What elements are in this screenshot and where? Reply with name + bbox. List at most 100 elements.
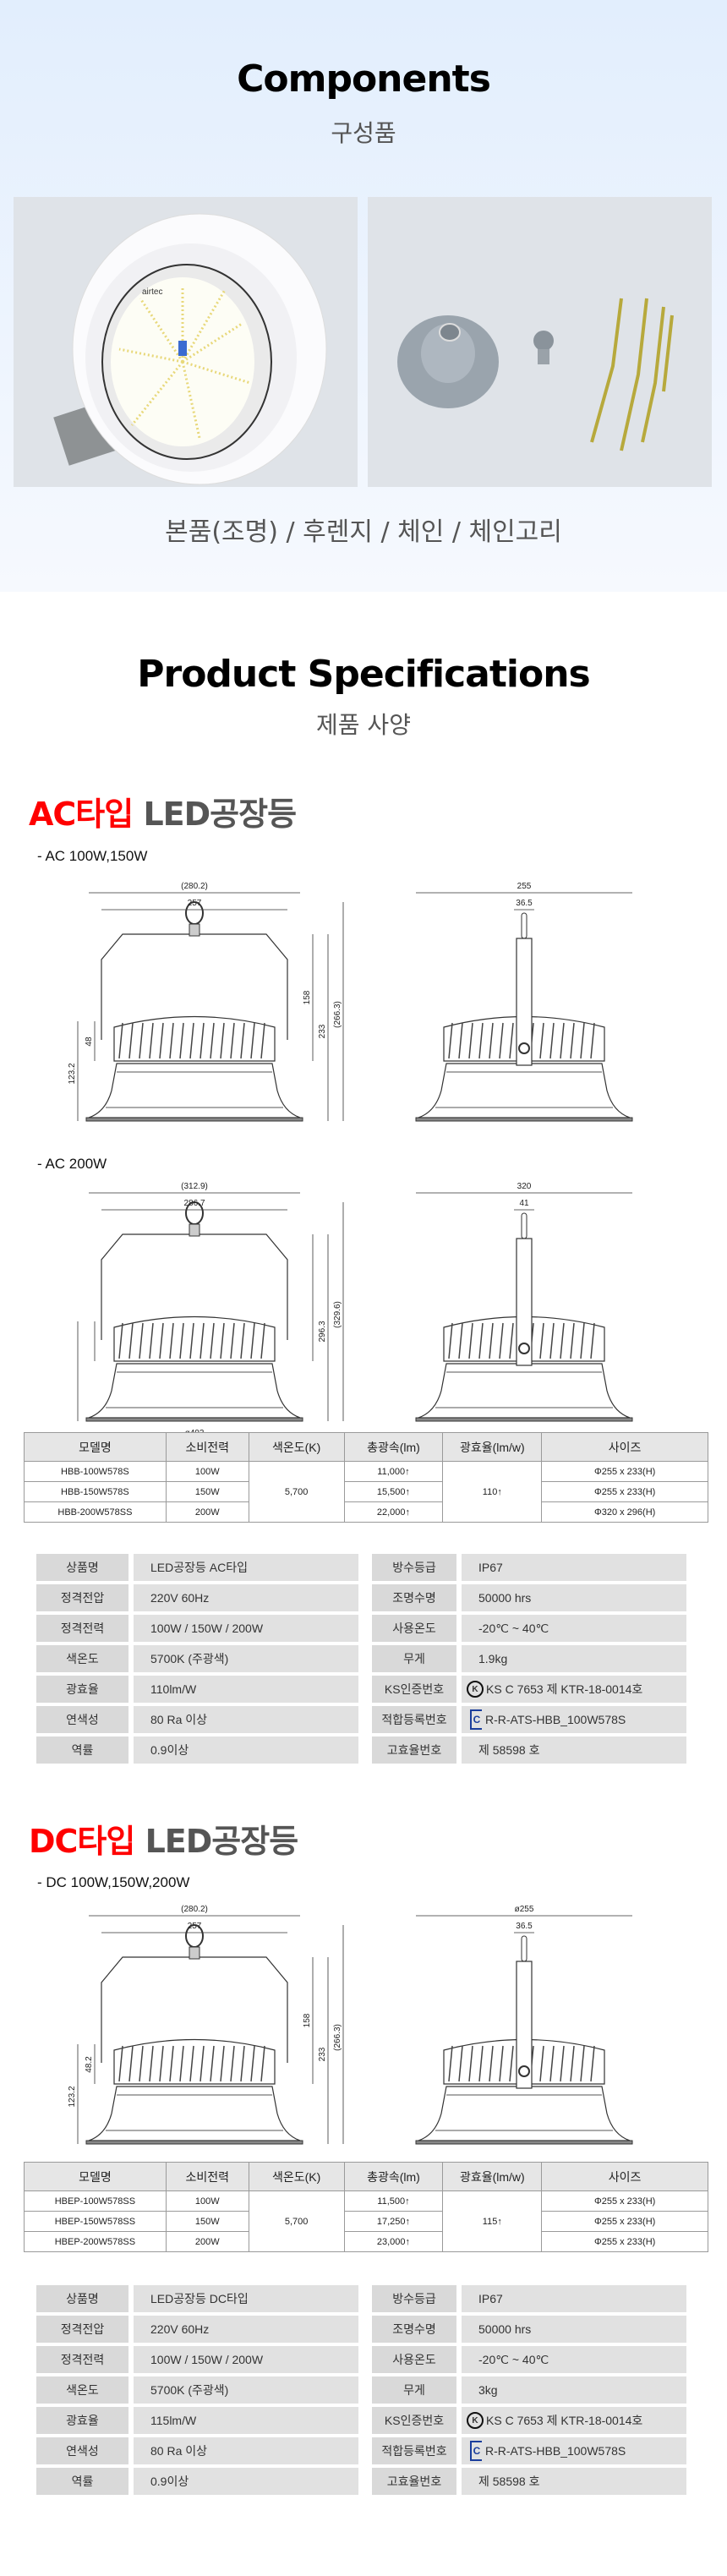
heatsink-fin	[478, 2045, 484, 2082]
spec-value: 50000 hrs	[462, 2316, 686, 2343]
type-label: AC타입	[29, 796, 134, 833]
spec-value: 5700K (주광색)	[134, 2376, 358, 2404]
heatsink-fin	[468, 2045, 473, 2082]
size-cell: Φ255 x 233(H)	[541, 1461, 708, 1482]
model-cell: HBB-200W578SS	[24, 1501, 167, 1523]
heatsink-fin	[210, 1022, 215, 1059]
size-cell: Φ320 x 296(H)	[541, 1501, 708, 1523]
dimension-label: 158	[303, 2013, 312, 2027]
heatsink-fin	[458, 1022, 463, 1059]
dimension-label: (280.2)	[181, 882, 208, 891]
heatsink-fin	[549, 1322, 555, 1359]
spec-value: 0.9이상	[134, 2468, 358, 2495]
spec-value: 제 58598 호	[462, 2468, 686, 2495]
dimension-label: (312.9)	[181, 1182, 208, 1191]
heatsink-fin	[448, 1322, 453, 1359]
column-header: 소비전력	[165, 2162, 249, 2191]
heatsink-fin	[220, 1322, 225, 1359]
spec-label: 광효율	[36, 2407, 128, 2434]
pivot-bolt	[518, 2065, 530, 2077]
heatsink-fin	[570, 2045, 575, 2082]
spec-label: 무게	[372, 2376, 456, 2404]
efficacy-cell: 115↑	[442, 2190, 543, 2252]
dimension-label: (329.6)	[333, 1301, 342, 1328]
eye-bolt	[521, 1935, 527, 1962]
model-cell: HBEP-200W578SS	[24, 2231, 167, 2252]
heatsink-fin	[230, 1022, 235, 1059]
heatsink-fin	[468, 1322, 473, 1359]
power-cell: 150W	[165, 1481, 249, 1502]
base-ring	[85, 1117, 303, 1122]
heatsink-fin	[118, 1322, 123, 1359]
power-cell: 150W	[165, 2211, 249, 2232]
lamp-body-photo: airtec	[14, 197, 358, 487]
spec-label: 사용온도	[372, 2346, 456, 2373]
dimension-label: 48	[85, 1036, 94, 1047]
base-ring	[415, 1117, 633, 1122]
column-header: 광효율(lm/w)	[442, 1432, 543, 1462]
spec-label: 정격전력	[36, 2346, 128, 2373]
spec-value: 220V 60Hz	[134, 2316, 358, 2343]
spec-value-text: -20℃ ~ 40℃	[478, 2352, 549, 2366]
heatsink-fin	[250, 1022, 255, 1059]
heatsink-fin	[509, 1322, 514, 1359]
column-header: 사이즈	[541, 2162, 708, 2191]
heatsink-fin	[230, 2045, 235, 2082]
spec-value-text: -20℃ ~ 40℃	[478, 1621, 549, 1635]
spec-label: 역률	[36, 1736, 128, 1764]
spec-label: 정격전압	[36, 1584, 128, 1611]
power-cell: 100W	[165, 2190, 249, 2212]
spec-value-text: R-R-ATS-HBB_100W578S	[485, 1713, 626, 1726]
heatsink-fin	[509, 1022, 514, 1059]
dc-section-heading: DC타입 LED공장등	[29, 1815, 298, 1862]
spec-value-text: 50000 hrs	[478, 1591, 532, 1605]
heatsink-fin	[458, 2045, 463, 2082]
heatsink-fin	[139, 1322, 144, 1359]
heatsink-fin	[570, 1022, 575, 1059]
heatsink-fin	[189, 1022, 194, 1059]
spec-value: IP67	[462, 2285, 686, 2312]
eye-bolt	[521, 912, 527, 939]
spec-label: 방수등급	[372, 2285, 456, 2312]
heatsink-fin	[549, 2045, 555, 2082]
column-header: 색온도(K)	[248, 1432, 345, 1462]
eye-bolt-base	[189, 923, 200, 937]
spec-label: 상품명	[36, 1554, 128, 1581]
base-ring	[85, 1417, 303, 1422]
spec-value: 100W / 150W / 200W	[134, 2346, 358, 2373]
spec-value: -20℃ ~ 40℃	[462, 1615, 686, 1642]
base-ring	[85, 2140, 303, 2145]
heatsink-fin	[149, 2045, 154, 2082]
heatsink	[443, 1315, 605, 1362]
heatsink-fin	[458, 1322, 463, 1359]
heatsink-fin	[539, 1022, 544, 1059]
size-cell: Φ255 x 233(H)	[541, 2211, 708, 2232]
heatsink-fin	[149, 1022, 154, 1059]
dimension-label: ø255	[515, 1905, 534, 1914]
spec-value-text: 50000 hrs	[478, 2322, 532, 2336]
column-header: 소비전력	[165, 1432, 249, 1462]
heatsink-fin	[539, 2045, 544, 2082]
spec-label: 방수등급	[372, 1554, 456, 1581]
heatsink-fin	[159, 1022, 164, 1059]
spec-value-text: 1.9kg	[478, 1652, 508, 1665]
dimension-label: 36.5	[516, 1922, 533, 1931]
spec-label: 적합등록번호	[372, 2437, 456, 2464]
drawing-label: - AC 200W	[37, 1156, 107, 1172]
column-header: 광효율(lm/w)	[442, 2162, 543, 2191]
dimension-label: 257	[188, 1922, 202, 1931]
ks-certification-icon: K	[467, 1681, 484, 1698]
heatsink-fin	[169, 1022, 174, 1059]
spec-label: 사용온도	[372, 1615, 456, 1642]
spec-label: 상품명	[36, 2285, 128, 2312]
spec-label: 무게	[372, 1645, 456, 1672]
heatsink-fin	[570, 1322, 575, 1359]
